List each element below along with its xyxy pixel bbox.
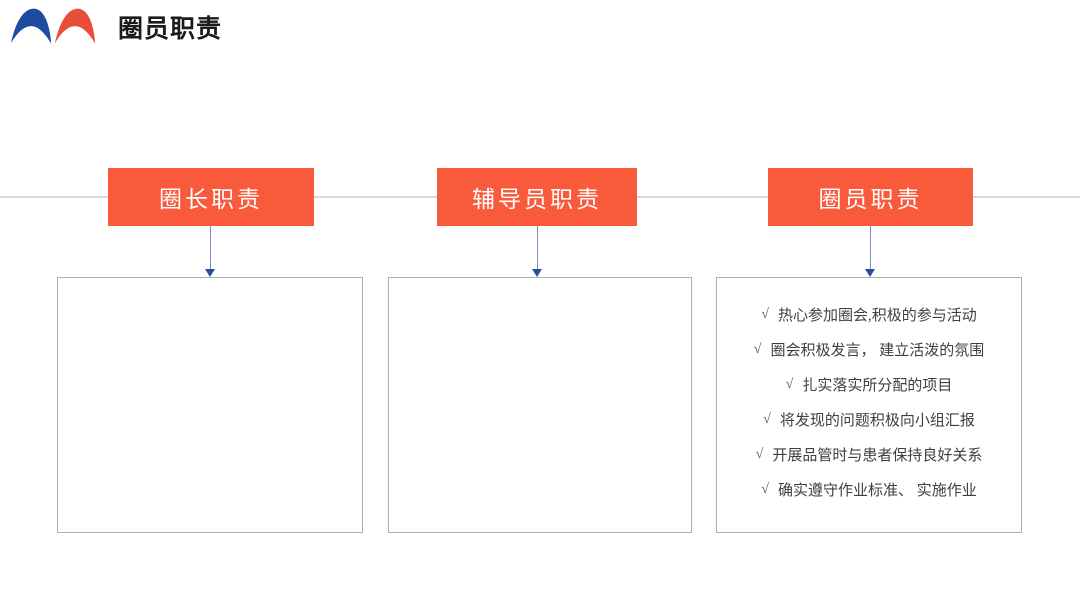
brand-bar: 圈员职责 xyxy=(10,6,222,48)
check-icon: √ xyxy=(763,411,771,427)
arrow-head-icon xyxy=(532,269,542,277)
page-title: 圈员职责 xyxy=(118,16,223,43)
list-item: √ 扎实落实所分配的项目 xyxy=(717,367,1021,402)
list-item-text: 圈会积极发言， 建立活泼的氛围 xyxy=(770,343,985,359)
check-icon: √ xyxy=(753,341,762,357)
arrow-shaft xyxy=(209,226,211,269)
list-item: √ 将发现的问题积极向小组汇报 xyxy=(717,402,1021,437)
content-box-member: √ 热心参加圈会,积极的参与活动 √ 圈会积极发言， 建立活泼的氛围 √ 扎实落… xyxy=(716,277,1022,533)
list-item: √ 开展品管时与患者保持良好关系 xyxy=(717,437,1021,472)
column-header-member: 圈员职责 xyxy=(768,168,973,226)
check-icon: √ xyxy=(761,481,769,497)
list-item-text: 将发现的问题积极向小组汇报 xyxy=(779,413,975,429)
check-icon: √ xyxy=(755,446,764,462)
arrow-shaft xyxy=(869,226,871,269)
arrow-head-icon xyxy=(205,269,215,277)
down-arrow-member xyxy=(862,226,878,277)
member-duty-list: √ 热心参加圈会,积极的参与活动 √ 圈会积极发言， 建立活泼的氛围 √ 扎实落… xyxy=(717,278,1021,507)
column-header-leader: 圈长职责 xyxy=(108,168,314,226)
check-icon: √ xyxy=(785,376,794,392)
list-item-text: 热心参加圈会,积极的参与活动 xyxy=(777,308,977,324)
list-item-text: 开展品管时与患者保持良好关系 xyxy=(772,448,983,464)
down-arrow-leader xyxy=(202,226,218,277)
down-arrow-counselor xyxy=(529,226,545,277)
list-item-text: 扎实落实所分配的项目 xyxy=(802,378,953,394)
arrow-head-icon xyxy=(865,269,875,277)
list-item: √ 圈会积极发言， 建立活泼的氛围 xyxy=(717,332,1021,367)
column-header-counselor: 辅导员职责 xyxy=(437,168,637,226)
list-item-text: 确实遵守作业标准、 实施作业 xyxy=(777,483,977,499)
list-item: √ 热心参加圈会,积极的参与活动 xyxy=(717,297,1021,332)
content-box-leader xyxy=(57,277,363,533)
arrow-shaft xyxy=(536,226,538,269)
content-box-counselor xyxy=(388,277,692,533)
list-item: √ 确实遵守作业标准、 实施作业 xyxy=(717,472,1021,507)
check-icon: √ xyxy=(761,306,769,322)
double-arch-logo-icon xyxy=(10,6,98,48)
